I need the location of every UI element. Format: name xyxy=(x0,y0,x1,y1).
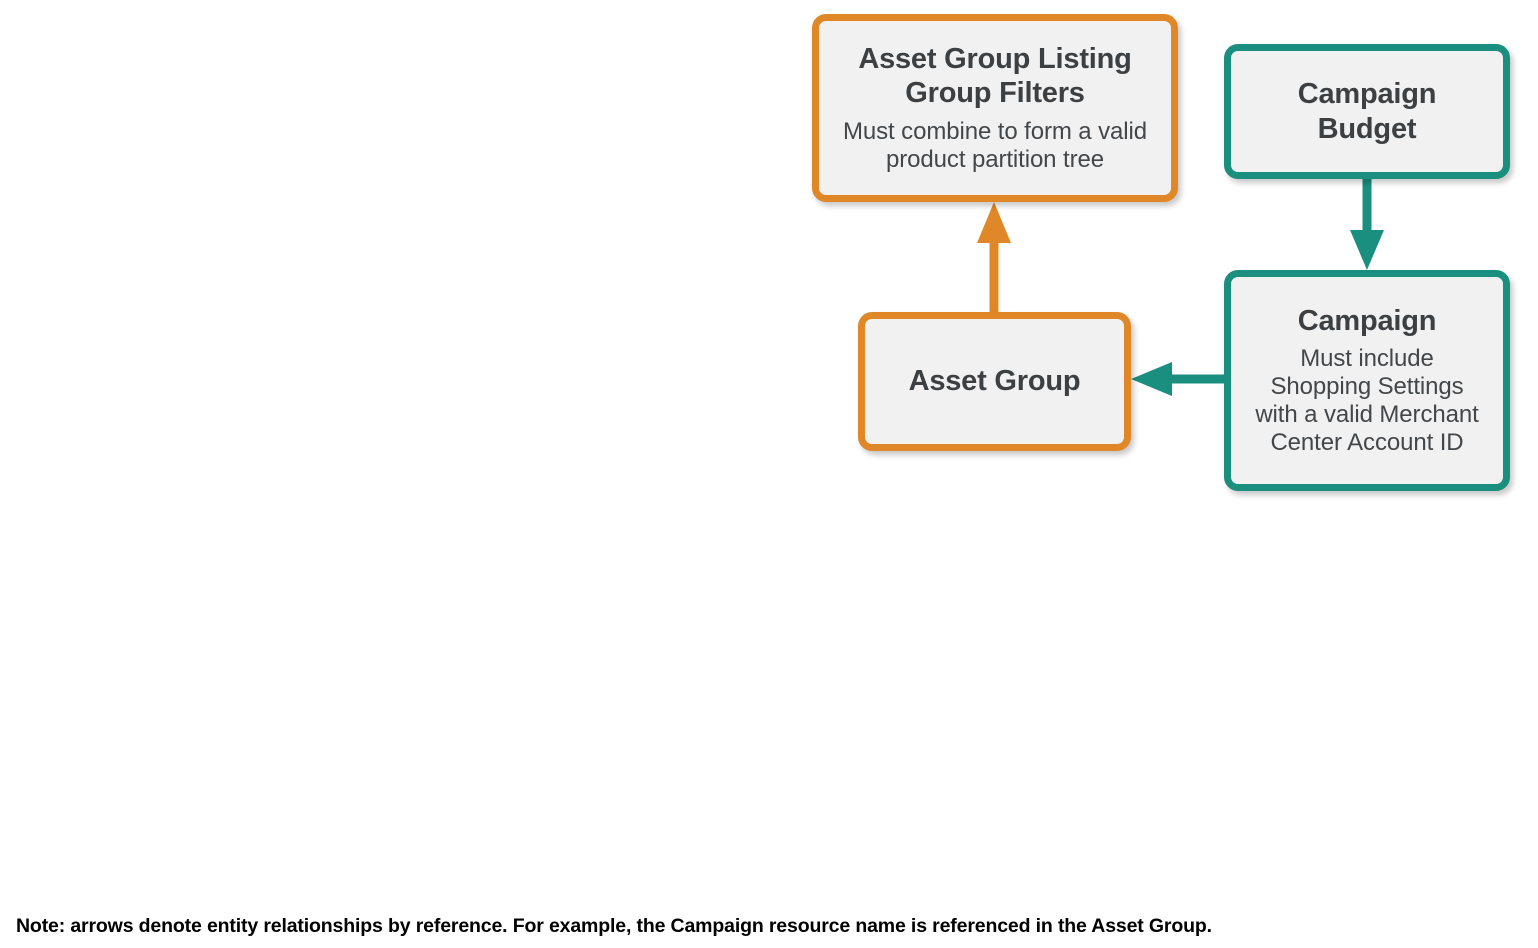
arrowhead-down-icon xyxy=(1350,230,1384,270)
node-campaign[interactable]: Campaign Must include Shopping Settings … xyxy=(1224,270,1510,491)
node-subtitle: Must combine to form a valid product par… xyxy=(843,117,1147,173)
node-asset-group-listing-group-filters[interactable]: Asset Group Listing Group Filters Must c… xyxy=(812,14,1178,202)
diagram-footnote: Note: arrows denote entity relationships… xyxy=(16,915,1212,937)
edge-asset-group-to-listing-group-filters xyxy=(977,202,1011,312)
node-title: Asset Group xyxy=(908,365,1081,398)
node-subtitle: Must include Shopping Settings with a va… xyxy=(1255,344,1479,457)
node-title: Campaign xyxy=(1297,304,1437,337)
node-title: Asset Group Listing Group Filters xyxy=(858,43,1132,110)
arrowhead-up-icon xyxy=(977,202,1011,243)
arrowhead-left-icon xyxy=(1131,362,1172,396)
node-title: Campaign Budget xyxy=(1297,78,1437,145)
edge-campaign-to-asset-group xyxy=(1131,362,1224,396)
node-asset-group[interactable]: Asset Group xyxy=(858,312,1131,451)
node-campaign-budget[interactable]: Campaign Budget xyxy=(1224,44,1510,179)
edge-campaign-budget-to-campaign xyxy=(1350,179,1384,270)
